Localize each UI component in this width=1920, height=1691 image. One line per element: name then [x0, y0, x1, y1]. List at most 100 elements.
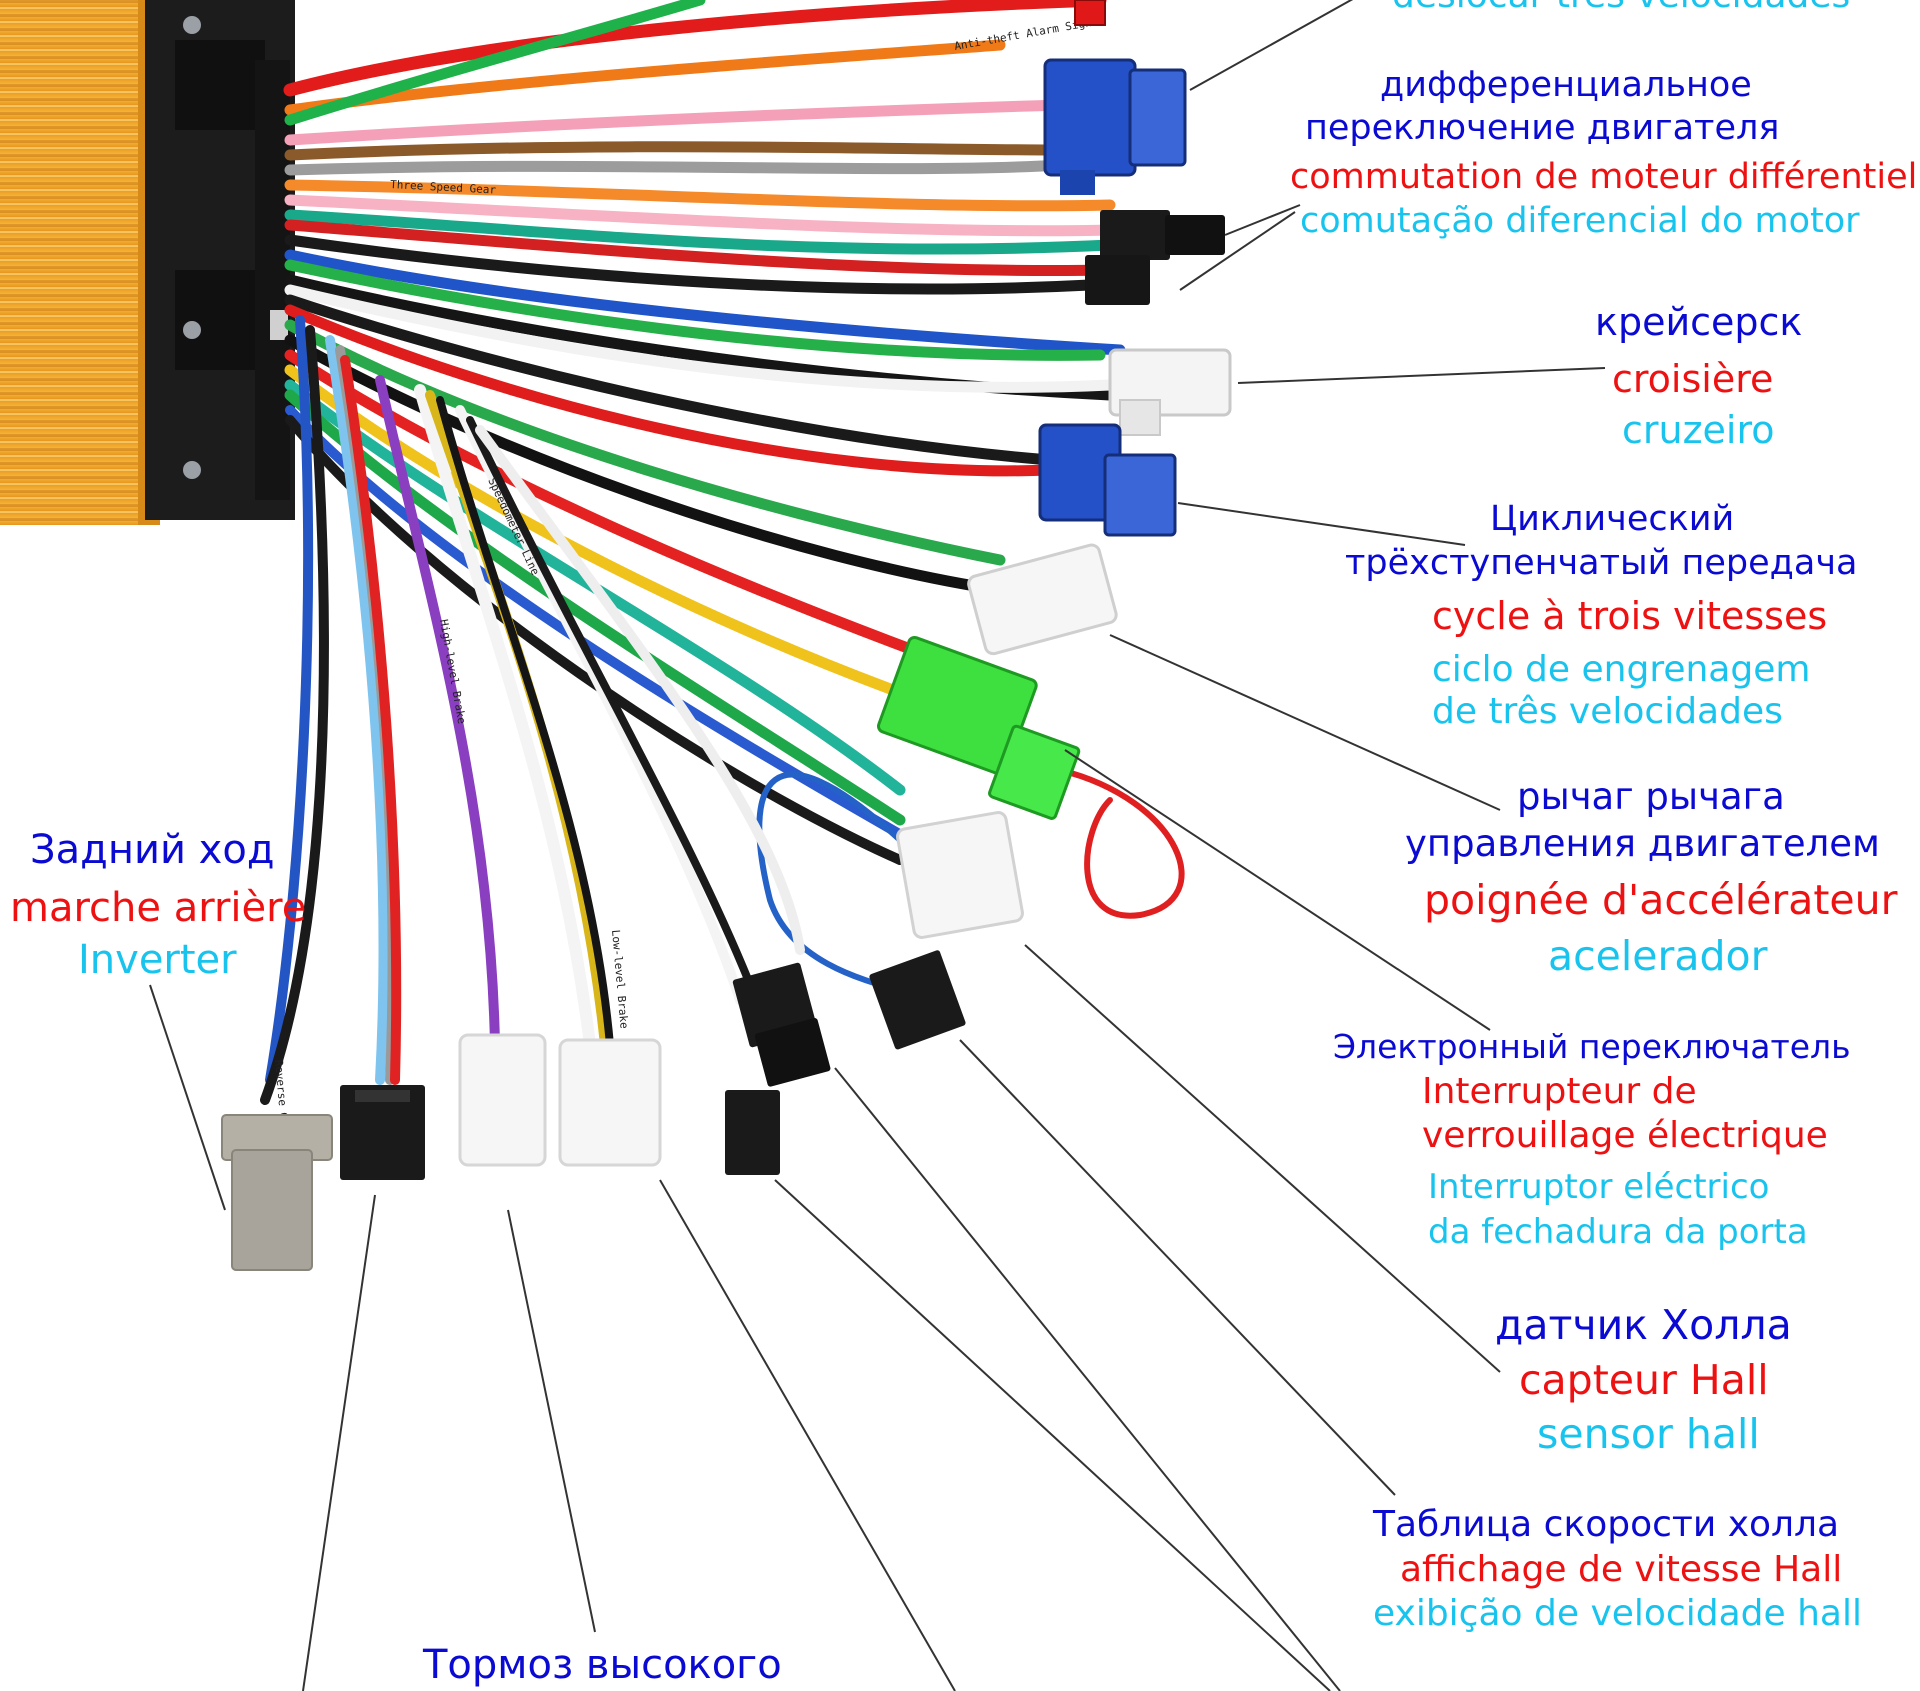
leader-line-lock-switch [1064, 749, 1491, 1031]
wire-black [284, 294, 1056, 466]
label-throttle-ru-2: управления двигателем [1405, 822, 1880, 865]
leader-line-top [1189, 0, 1354, 91]
wire-white [284, 284, 1116, 393]
wire-pink [284, 99, 1066, 146]
connector-black-reverse-2 [340, 1085, 425, 1180]
label-high-brake-ru: Тормоз высокого [423, 1642, 782, 1688]
wire-purple [375, 375, 500, 1050]
label-reverse-ru: Задний ход [30, 827, 275, 873]
leader-line-cruise [1237, 367, 1606, 384]
wire-red [283, 0, 1107, 97]
label-lock-switch-pt-2: da fechadura da porta [1428, 1212, 1808, 1252]
leader-line-hall-speed [774, 1179, 1331, 1691]
connector-blue-motor-switch [1043, 58, 1187, 195]
wire-white [475, 425, 805, 955]
mounting-screw [183, 461, 201, 479]
label-three-speed-fr: cycle à trois vitesses [1432, 594, 1828, 638]
wire-black [260, 325, 329, 1105]
wire-black [466, 416, 764, 1014]
leader-line-reverse-2 [302, 1194, 376, 1691]
leader-line-throttle [1109, 634, 1501, 811]
wire-red [284, 349, 946, 666]
leader-line-three-speed [1177, 502, 1466, 546]
wire-blue [265, 315, 314, 1085]
connector-black-hall-speed-1 [732, 962, 831, 1087]
leader-line-hall-sensor [1024, 944, 1501, 1373]
label-throttle-pt: acelerador [1548, 932, 1768, 980]
leader-line-reverse [149, 984, 226, 1211]
wire-red [284, 219, 1116, 277]
motor-controller [0, 0, 295, 525]
wire-red [340, 355, 402, 1085]
label-three-speed-pt-2: de três velocidades [1432, 691, 1783, 732]
connector-white-cruise [1108, 348, 1232, 436]
label-reverse-fr: marche arrière [10, 885, 307, 931]
label-lock-switch-fr-2: verrouillage électrique [1422, 1115, 1828, 1156]
wire-yellow [284, 364, 926, 706]
wire-green [284, 0, 706, 126]
leader-line-hall-speed [834, 1067, 1341, 1691]
leader-line-hall-speed [959, 1039, 1396, 1496]
connector-grey-reverse [221, 1114, 333, 1271]
mounting-screw [183, 321, 201, 339]
label-three-speed-ru-2: трёхступенчатый передача [1345, 543, 1858, 583]
connector-black-motor-switch [1085, 210, 1225, 305]
label-cruise-fr: croisière [1612, 357, 1774, 401]
leader-line-low-brake [659, 1179, 956, 1691]
connector-white-low-brake [558, 1038, 662, 1167]
wire-orange [284, 179, 1116, 212]
wire-red [284, 304, 1056, 477]
label-cruise-ru: крейсерск [1595, 300, 1803, 344]
connector-blue-three-speed [1038, 423, 1177, 537]
wire-grey [284, 159, 1066, 176]
connector-black-hall-sensor [869, 950, 966, 1050]
wire-black [436, 396, 614, 1049]
label-throttle-fr: poignée d'accélérateur [1424, 876, 1898, 924]
connector-white-three-speed [967, 543, 1118, 656]
connector-white-high-brake [458, 1033, 547, 1167]
label-hall-sensor-ru: датчик Холла [1495, 1301, 1792, 1349]
wire-black [284, 234, 1096, 295]
label-reverse-pt: Inverter [78, 937, 237, 983]
wire-tag-three-speed: Three Speed Gear [390, 178, 497, 197]
label-throttle-ru-1: рычаг рычага [1517, 775, 1785, 818]
leader-line-high-brake [507, 1209, 596, 1633]
mounting-screw [183, 16, 201, 34]
label-motor-switch-fr: commutation de moteur différentiel [1290, 157, 1918, 197]
label-lock-switch-ru: Электронный переключатель [1333, 1027, 1851, 1066]
wire-teal [284, 209, 1116, 255]
wire-white [414, 384, 596, 1051]
label-lock-switch-pt-1: Interruptor eléctrico [1428, 1167, 1770, 1207]
wire-orange [284, 39, 1006, 116]
label-hall-speed-fr: affichage de vitesse Hall [1400, 1549, 1843, 1590]
wire-red-loop [1057, 767, 1185, 919]
label-motor-switch-ru-1: дифференциальное [1380, 65, 1752, 105]
wire-brown [284, 141, 1066, 161]
leader-lines [149, 0, 1606, 1691]
leader-line-motor-switch [1179, 211, 1296, 291]
wire-blue-loop [756, 771, 903, 993]
label-lock-switch-fr-1: Interrupteur de [1422, 1071, 1697, 1112]
label-three-speed-ru-1: Циклический [1490, 499, 1735, 539]
label-three-speed-pt-1: ciclo de engrenagem [1432, 649, 1811, 690]
label-hall-speed-ru: Таблица скорости холла [1373, 1504, 1840, 1545]
label-hall-speed-pt: exibição de velocidade hall [1373, 1593, 1862, 1634]
label-motor-switch-ru-2: переключение двигателя [1305, 108, 1780, 148]
wire-light-blue [325, 335, 389, 1085]
label-cruise-pt: cruzeiro [1622, 408, 1775, 452]
connector-black-hall-speed-2 [725, 1090, 780, 1175]
label-hall-sensor-pt: sensor hall [1537, 1410, 1760, 1458]
wire-blue [284, 249, 1126, 356]
wire-white [455, 405, 745, 1005]
wire-tag-high-brake: High-level Brake [437, 618, 468, 725]
wire-tag-low-brake: Low-level Brake [609, 929, 631, 1029]
connector-green-throttle [877, 635, 1081, 820]
connector-red-top [1074, 0, 1106, 26]
wire-green [284, 259, 1106, 361]
connector-white-lock-switch [896, 811, 1024, 939]
leader-line-motor-switch [1224, 204, 1301, 236]
label-top-partial-pt: deslocar três velocidades [1392, 0, 1850, 14]
wire-green [284, 319, 1006, 566]
wire-pink [284, 194, 1116, 237]
